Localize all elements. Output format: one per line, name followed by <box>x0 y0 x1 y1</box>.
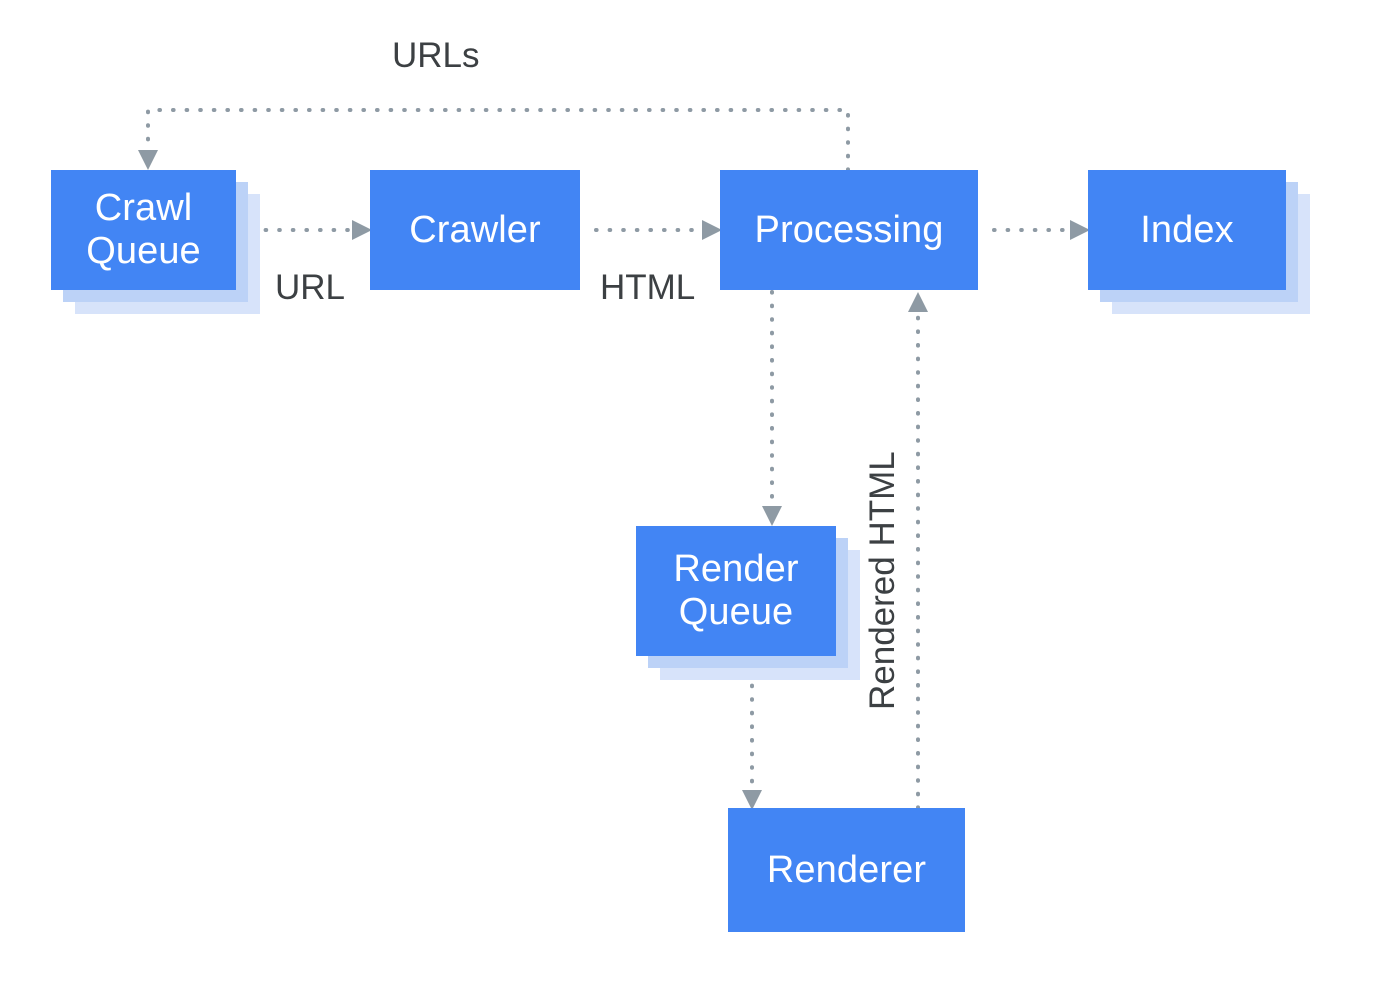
edge-label-rendered-html: Rendered HTML <box>863 451 902 710</box>
processing-face: Processing <box>720 170 978 290</box>
node-render-queue[interactable]: Render Queue <box>636 526 860 680</box>
node-label-crawler: Crawler <box>409 208 541 251</box>
edge-urls <box>138 108 850 172</box>
node-label-crawl-queue: Crawl Queue <box>86 187 201 272</box>
index-face: Index <box>1088 170 1286 290</box>
edge-to-renderer <box>742 670 762 810</box>
edge-label-url: URL <box>275 268 346 307</box>
edge-label-urls: URLs <box>392 36 480 75</box>
node-crawl-queue[interactable]: Crawl Queue <box>51 170 260 314</box>
edge-url <box>250 220 372 240</box>
renderer-face: Renderer <box>728 808 965 932</box>
node-label-index: Index <box>1140 208 1234 251</box>
crawler-face: Crawler <box>370 170 580 290</box>
edge-to-index <box>992 220 1090 240</box>
node-label-processing: Processing <box>754 208 944 251</box>
node-processing[interactable]: Processing <box>720 170 978 290</box>
crawl-queue-face: Crawl Queue <box>51 170 236 290</box>
node-renderer[interactable]: Renderer <box>728 808 965 932</box>
edge-to-render-queue <box>762 290 782 526</box>
node-index[interactable]: Index <box>1088 170 1310 314</box>
node-label-render-queue: Render Queue <box>673 548 799 633</box>
edge-rendered-html <box>908 292 928 810</box>
render-queue-face: Render Queue <box>636 526 836 656</box>
edge-label-html: HTML <box>600 268 696 307</box>
node-crawler[interactable]: Crawler <box>370 170 580 290</box>
edge-html <box>594 220 722 240</box>
node-label-renderer: Renderer <box>766 848 927 891</box>
